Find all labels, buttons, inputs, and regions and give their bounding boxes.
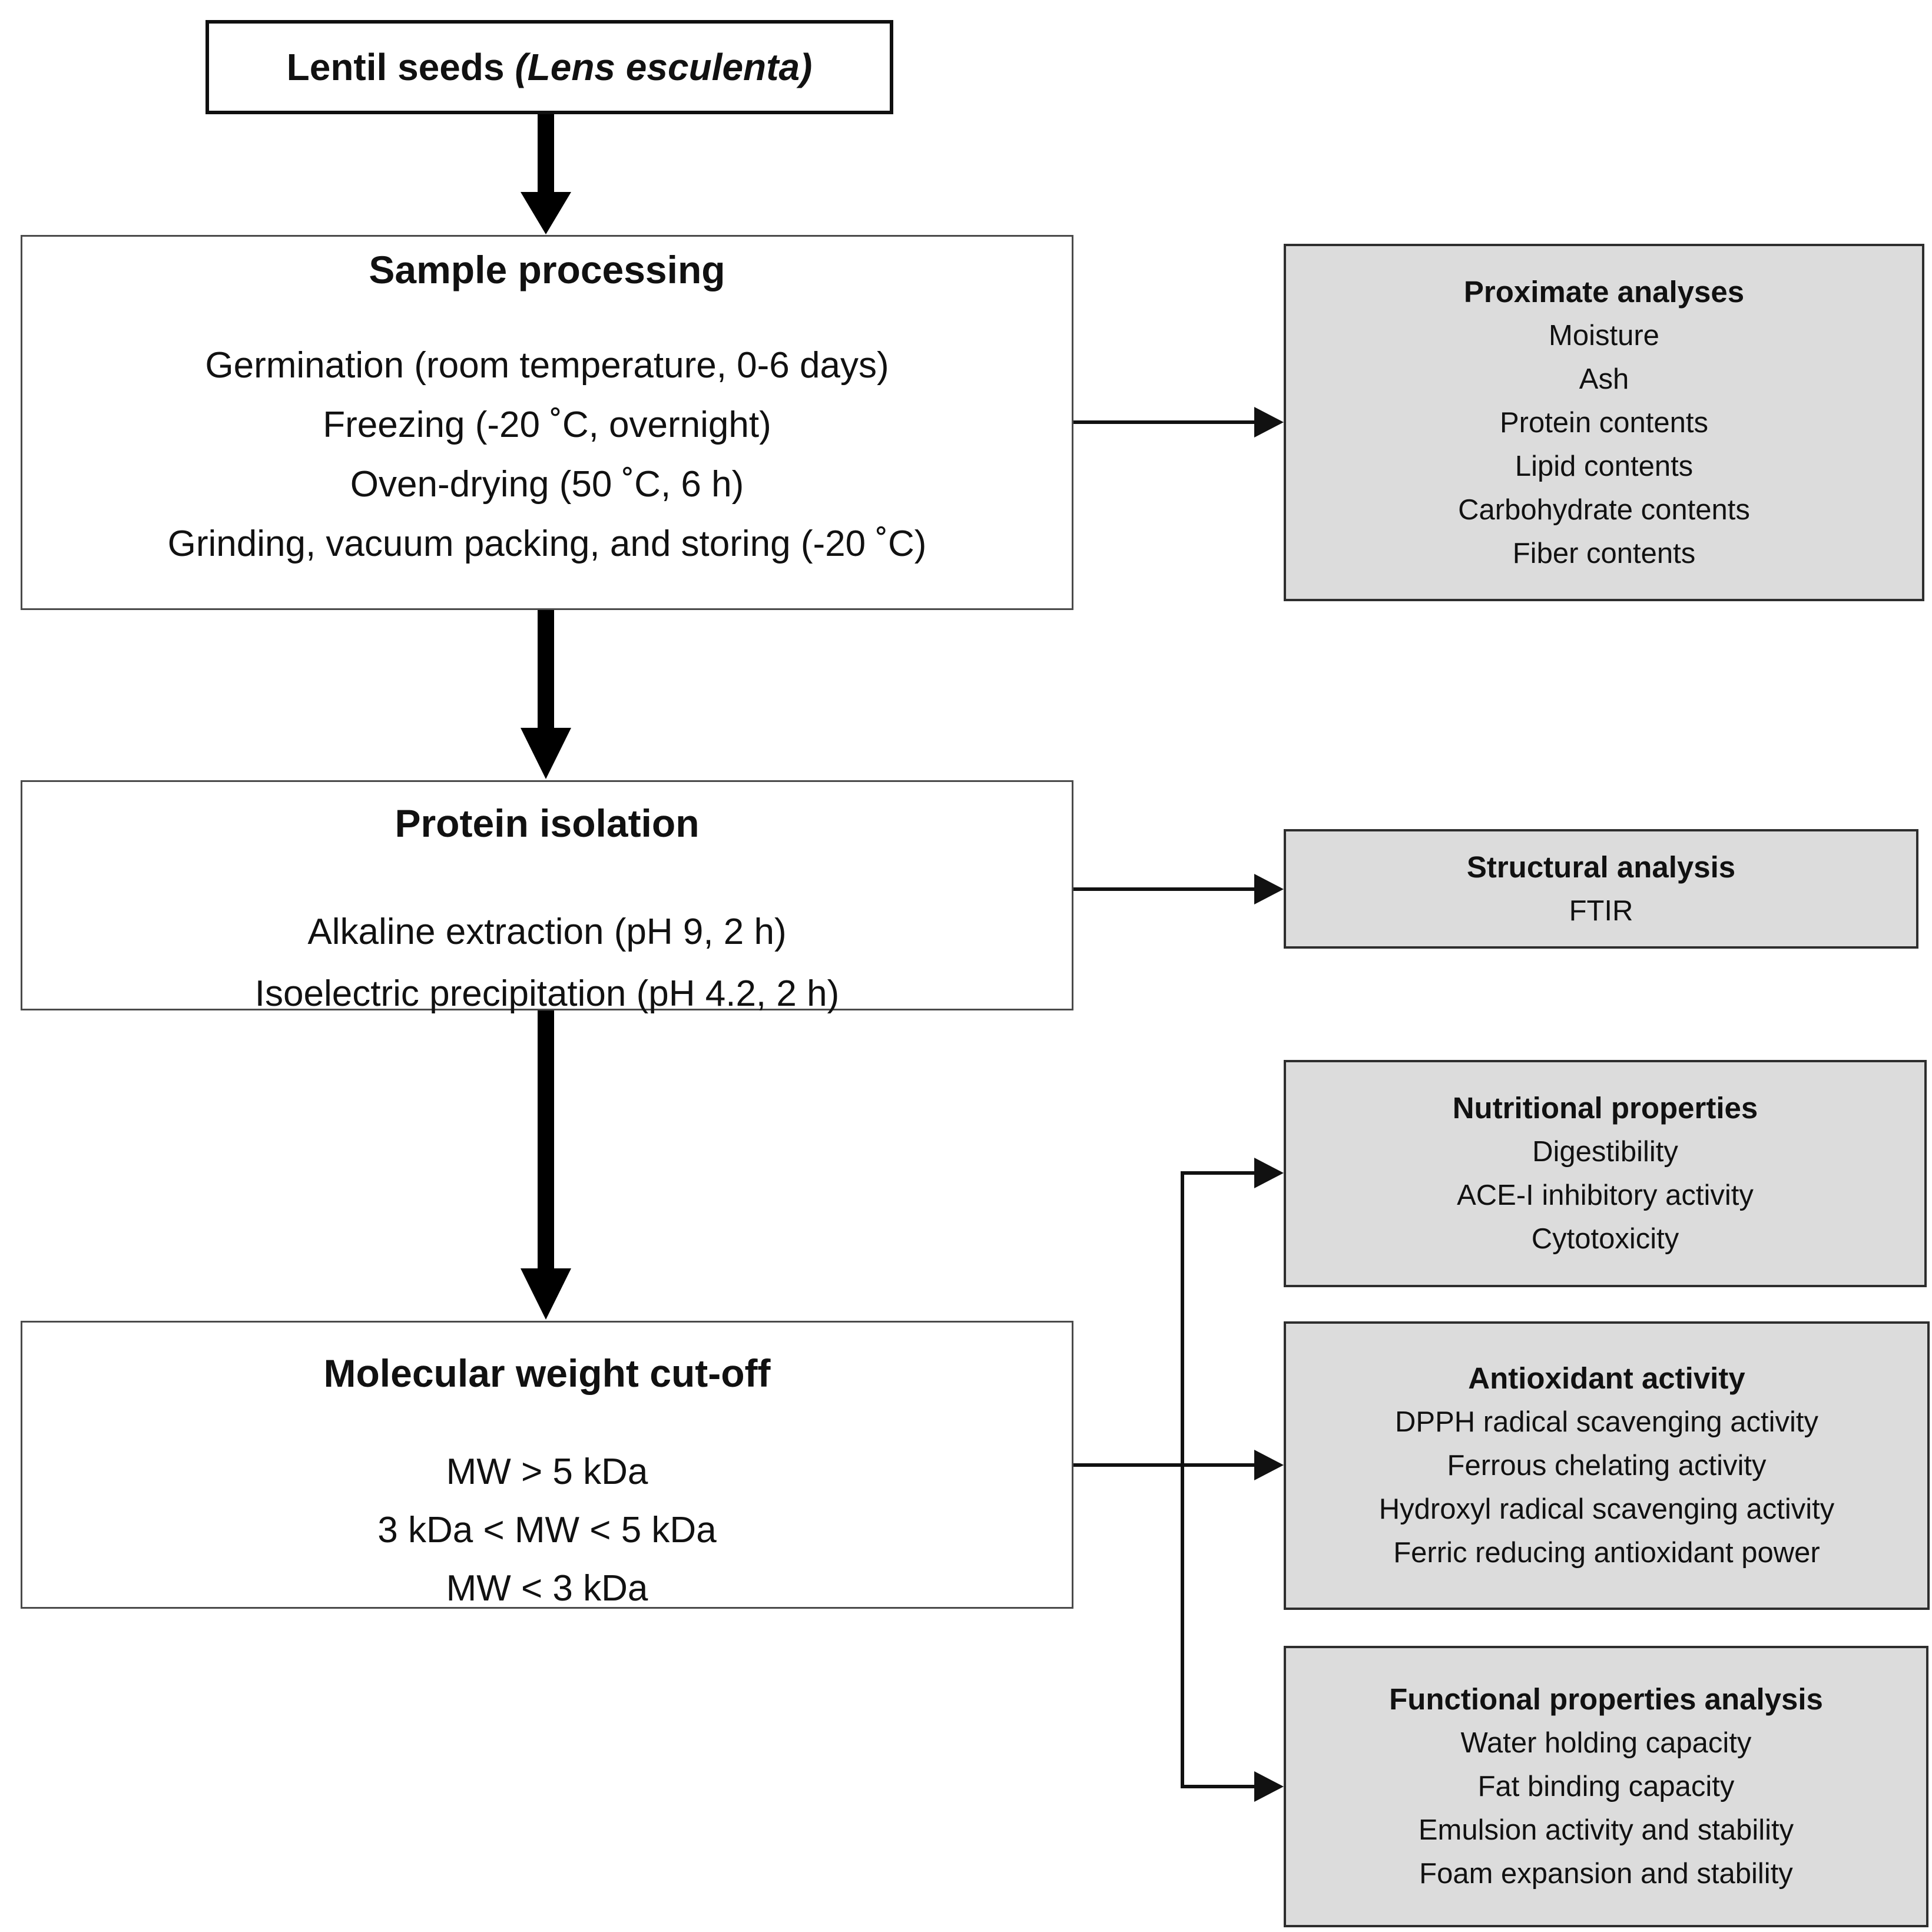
protein-isolation-step: Alkaline extraction (pH 9, 2 h) (307, 912, 787, 952)
proximate-analyses-item: Lipid contents (1515, 450, 1694, 482)
antioxidant-activity-title: Antioxidant activity (1468, 1361, 1745, 1395)
proximate-analyses-item: Moisture (1549, 319, 1659, 352)
nutritional-properties-title: Nutritional properties (1452, 1091, 1758, 1125)
functional-properties-item: Foam expansion and stability (1419, 1858, 1793, 1890)
nutritional-properties-item: ACE-I inhibitory activity (1457, 1179, 1754, 1211)
arrow-mw-to-antioxidant (1073, 1450, 1284, 1480)
structural-analysis-item: FTIR (1569, 894, 1633, 927)
protein-isolation-title: Protein isolation (395, 801, 700, 845)
functional-properties-item: Fat binding capacity (1477, 1771, 1735, 1802)
molecular-weight-fraction: 3 kDa < MW < 5 kDa (377, 1510, 717, 1550)
arrow-sample-to-proximate (1073, 407, 1284, 438)
nutritional-properties-item: Digestibility (1532, 1136, 1678, 1168)
arrow-branch-to-nutritional (1181, 1158, 1284, 1188)
antioxidant-activity-item: Ferrous chelating activity (1447, 1450, 1767, 1482)
sample-processing-title: Sample processing (369, 248, 725, 291)
lentil-seeds-title: Lentil seeds (Lens esculenta) (287, 45, 813, 89)
sample-processing-step: Germination (room temperature, 0-6 days) (205, 345, 889, 386)
node-lentil-seeds: Lentil seeds (Lens esculenta) (206, 20, 893, 114)
arrow-lentil-to-sample (521, 113, 571, 234)
proximate-analyses-title: Proximate analyses (1463, 274, 1745, 309)
proximate-analyses-item: Protein contents (1499, 406, 1709, 439)
proximate-analyses-item: Carbohydrate contents (1458, 493, 1750, 526)
node-nutritional-properties: Nutritional properties Digestibility ACE… (1284, 1060, 1927, 1287)
structural-analysis-title: Structural analysis (1466, 850, 1736, 884)
functional-properties-item: Water holding capacity (1460, 1727, 1752, 1759)
node-structural-analysis: Structural analysis FTIR (1284, 829, 1918, 949)
antioxidant-activity-item: DPPH radical scavenging activity (1395, 1406, 1818, 1438)
nutritional-properties-item: Cytotoxicity (1531, 1223, 1679, 1255)
lentil-seeds-species-name: (Lens esculenta) (515, 46, 813, 88)
node-sample-processing: Sample processing Germination (room temp… (21, 235, 1073, 610)
antioxidant-activity-item: Ferric reducing antioxidant power (1393, 1537, 1820, 1569)
molecular-weight-fraction: MW > 5 kDa (446, 1452, 648, 1492)
node-molecular-weight-cutoff: Molecular weight cut-off MW > 5 kDa 3 kD… (21, 1321, 1073, 1609)
proximate-analyses-item: Ash (1579, 363, 1629, 395)
arrow-protein-to-structural (1073, 874, 1284, 904)
node-protein-isolation: Protein isolation Alkaline extraction (p… (21, 780, 1073, 1014)
functional-properties-item: Emulsion activity and stability (1418, 1814, 1794, 1846)
node-functional-properties-analysis: Functional properties analysis Water hol… (1284, 1646, 1928, 1927)
lentil-seeds-title-prefix: Lentil seeds (286, 46, 515, 88)
arrow-branch-to-functional (1181, 1771, 1284, 1802)
molecular-weight-fraction: MW < 3 kDa (446, 1568, 648, 1609)
protein-isolation-step: Isoelectric precipitation (pH 4.2, 2 h) (254, 973, 840, 1014)
functional-properties-title: Functional properties analysis (1389, 1682, 1823, 1716)
arrow-sample-to-protein (521, 610, 571, 779)
molecular-weight-cutoff-title: Molecular weight cut-off (323, 1351, 771, 1395)
sample-processing-step: Freezing (-20 ˚C, overnight) (323, 405, 771, 445)
node-proximate-analyses: Proximate analyses Moisture Ash Protein … (1284, 244, 1924, 601)
arrow-protein-to-mw (521, 1010, 571, 1320)
proximate-analyses-item: Fiber contents (1512, 537, 1696, 569)
sample-processing-step: Grinding, vacuum packing, and storing (-… (167, 523, 927, 564)
antioxidant-activity-item: Hydroxyl radical scavenging activity (1378, 1493, 1835, 1525)
sample-processing-step: Oven-drying (50 ˚C, 6 h) (350, 464, 744, 505)
node-antioxidant-activity: Antioxidant activity DPPH radical scaven… (1284, 1321, 1930, 1610)
